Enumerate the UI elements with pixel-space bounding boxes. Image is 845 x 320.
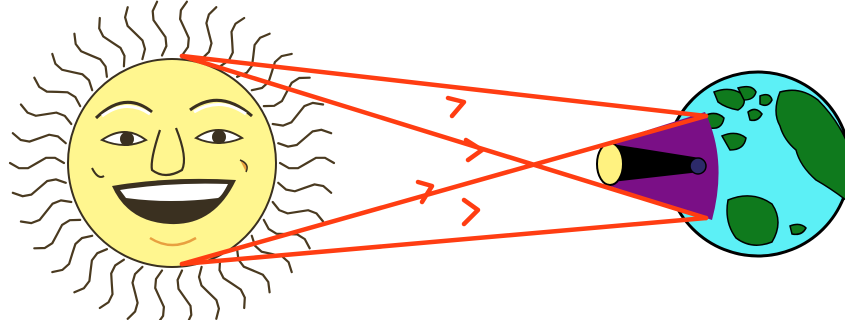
- sun-ray: [153, 2, 167, 56]
- sun-ray: [21, 105, 71, 125]
- sun-ray: [237, 34, 270, 77]
- sun-ray: [13, 133, 66, 143]
- sun-ray: [278, 130, 331, 147]
- sun-ray: [155, 271, 164, 320]
- sun-face-icon: [68, 59, 276, 267]
- sun-ray: [34, 78, 80, 106]
- sun-ray: [10, 158, 64, 168]
- sun-ray: [13, 179, 66, 196]
- sun-ray: [128, 267, 143, 319]
- sun-ray: [180, 2, 189, 56]
- sun-ray: [178, 271, 192, 320]
- ray-arrowhead: [466, 140, 482, 160]
- sun-ray: [278, 183, 331, 193]
- sun-ray: [21, 200, 71, 223]
- sun-ray: [74, 249, 107, 292]
- sun-ray: [74, 34, 107, 77]
- sun-ray: [125, 7, 145, 59]
- sun-ray: [99, 18, 124, 66]
- sun-ray: [273, 202, 323, 222]
- ray-arrowhead: [448, 98, 464, 116]
- sun-ray: [273, 103, 323, 126]
- sun-ray: [280, 158, 334, 168]
- sun-ray: [199, 267, 219, 319]
- sun-ray: [52, 54, 92, 90]
- sun-ray: [202, 7, 217, 59]
- sun-ray: [34, 220, 80, 248]
- umbra-spot: [690, 158, 706, 174]
- sun-ray: [100, 260, 124, 308]
- ray-arrowhead: [464, 200, 478, 224]
- moon-icon: [597, 143, 623, 185]
- sun-ray: [220, 260, 245, 308]
- sun-ray: [52, 236, 92, 272]
